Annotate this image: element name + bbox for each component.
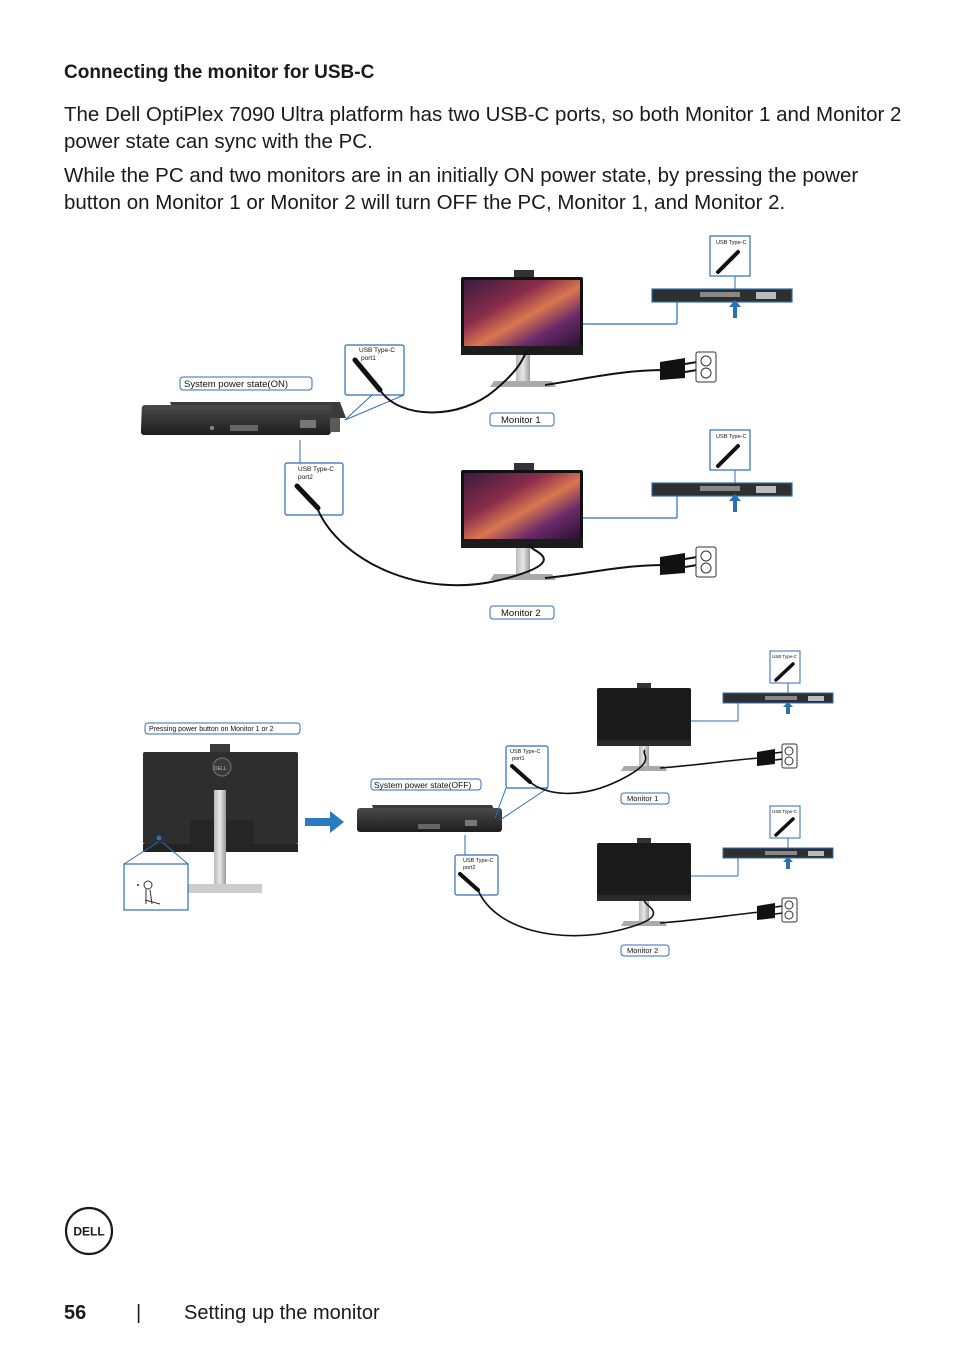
press-power-label: Pressing power button on Monitor 1 or 2 [149, 726, 274, 733]
usbc-port1-title-bottom: USB Type-C [510, 749, 540, 755]
monitor-back-view: DELL [143, 744, 298, 893]
rear-panel-top-1: USB Type-C [651, 235, 793, 318]
hand-press-icon [137, 880, 161, 905]
svg-text:USB Type-C: USB Type-C [716, 240, 746, 246]
power-plug-top-1 [660, 351, 717, 383]
power-plug-bottom-2 [757, 897, 798, 923]
monitor2-label-top: Monitor 2 [501, 608, 541, 619]
monitor1-label-bottom: Monitor 1 [627, 794, 658, 803]
connection-diagram: System power state(ON) USB Type-C port1 … [123, 235, 834, 957]
monitor2-front-top [461, 463, 583, 580]
monitor2-label-bottom: Monitor 2 [627, 946, 658, 955]
behavior-paragraph: While the PC and two monitors are in an … [64, 164, 859, 214]
svg-text:DELL: DELL [214, 766, 227, 772]
svg-text:DELL: DELL [73, 1225, 104, 1239]
power-plug-top-2 [660, 546, 717, 578]
monitor2-front-bottom [597, 838, 691, 926]
rear-panel-bottom-2: USB Type-C [722, 805, 834, 869]
monitor1-front-top [461, 270, 583, 387]
usbc-port2-title-bottom: USB Type-C [463, 858, 493, 864]
pc-state-off-label: System power state(OFF) [374, 780, 471, 790]
dell-logo: DELL [64, 1206, 114, 1256]
intro-paragraph: The Dell OptiPlex 7090 Ultra platform ha… [64, 103, 902, 153]
page-number: 56 [64, 1302, 87, 1324]
chapter-title: Setting up the monitor [184, 1302, 380, 1324]
pc-top [140, 402, 346, 435]
monitor1-front-bottom [597, 683, 691, 771]
usbc-port1-sub-top: port1 [361, 355, 376, 362]
usbc-port1-sub-bottom: port1 [512, 756, 525, 762]
pc-state-on-label: System power state(ON) [184, 379, 288, 390]
svg-text:USB Type-C: USB Type-C [716, 434, 746, 440]
usbc-port2-sub-top: port2 [298, 474, 313, 481]
section-heading: Connecting the monitor for USB-C [64, 62, 375, 83]
rear-panel-bottom-1: USB Type-C [722, 650, 834, 714]
usbc-port2-title-top: USB Type-C [298, 466, 334, 473]
pc-bottom [357, 805, 502, 832]
usbc-port1-title-top: USB Type-C [359, 347, 395, 354]
footer-separator: | [136, 1302, 142, 1324]
power-plug-bottom-1 [757, 743, 798, 769]
rear-panel-top-2: USB Type-C [651, 429, 793, 512]
svg-text:USB Type-C: USB Type-C [772, 809, 798, 814]
monitor1-label-top: Monitor 1 [501, 415, 541, 426]
usbc-port2-sub-bottom: port2 [463, 865, 476, 871]
svg-text:USB Type-C: USB Type-C [772, 654, 798, 659]
transition-arrow-icon [305, 811, 344, 833]
